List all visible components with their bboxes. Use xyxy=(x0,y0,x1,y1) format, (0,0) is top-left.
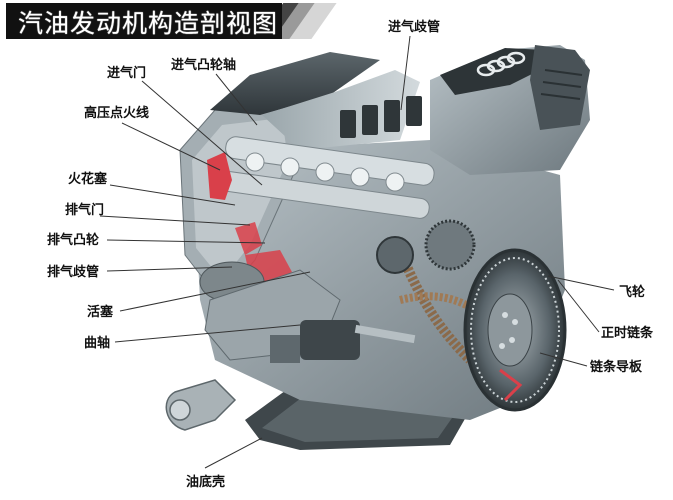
engine-cover-shape xyxy=(210,45,590,175)
brand-rings-logo xyxy=(476,51,526,77)
label-flywheel: 飞轮 xyxy=(619,285,646,300)
label-intake-valve: 进气门 xyxy=(107,66,147,81)
camshaft-shape xyxy=(220,96,435,219)
label-crankshaft: 曲轴 xyxy=(84,336,111,351)
label-exhaust-cam: 排气凸轮 xyxy=(47,233,100,248)
label-piston: 活塞 xyxy=(87,305,114,320)
label-exhaust-valve: 排气门 xyxy=(65,203,105,218)
label-intake-manifold: 进气歧管 xyxy=(388,20,441,35)
coolant-pipe-shape xyxy=(165,379,237,431)
label-chain-guide: 链条导板 xyxy=(590,360,643,375)
label-oil-pan: 油底壳 xyxy=(186,475,226,490)
label-spark-plug: 火花塞 xyxy=(68,172,108,187)
flywheel-shape xyxy=(463,248,567,412)
crankshaft-shape xyxy=(270,320,416,363)
label-intake-camshaft: 进气凸轮轴 xyxy=(171,58,237,73)
label-exhaust-manifold: 排气歧管 xyxy=(47,265,100,280)
label-ignition-wire: 高压点火线 xyxy=(84,106,150,121)
label-timing-chain: 正时链条 xyxy=(601,326,654,341)
page-title: 汽油发动机构造剖视图 xyxy=(18,9,279,38)
leader-lines xyxy=(99,35,615,469)
title-banner: 汽油发动机构造剖视图 xyxy=(6,3,282,39)
